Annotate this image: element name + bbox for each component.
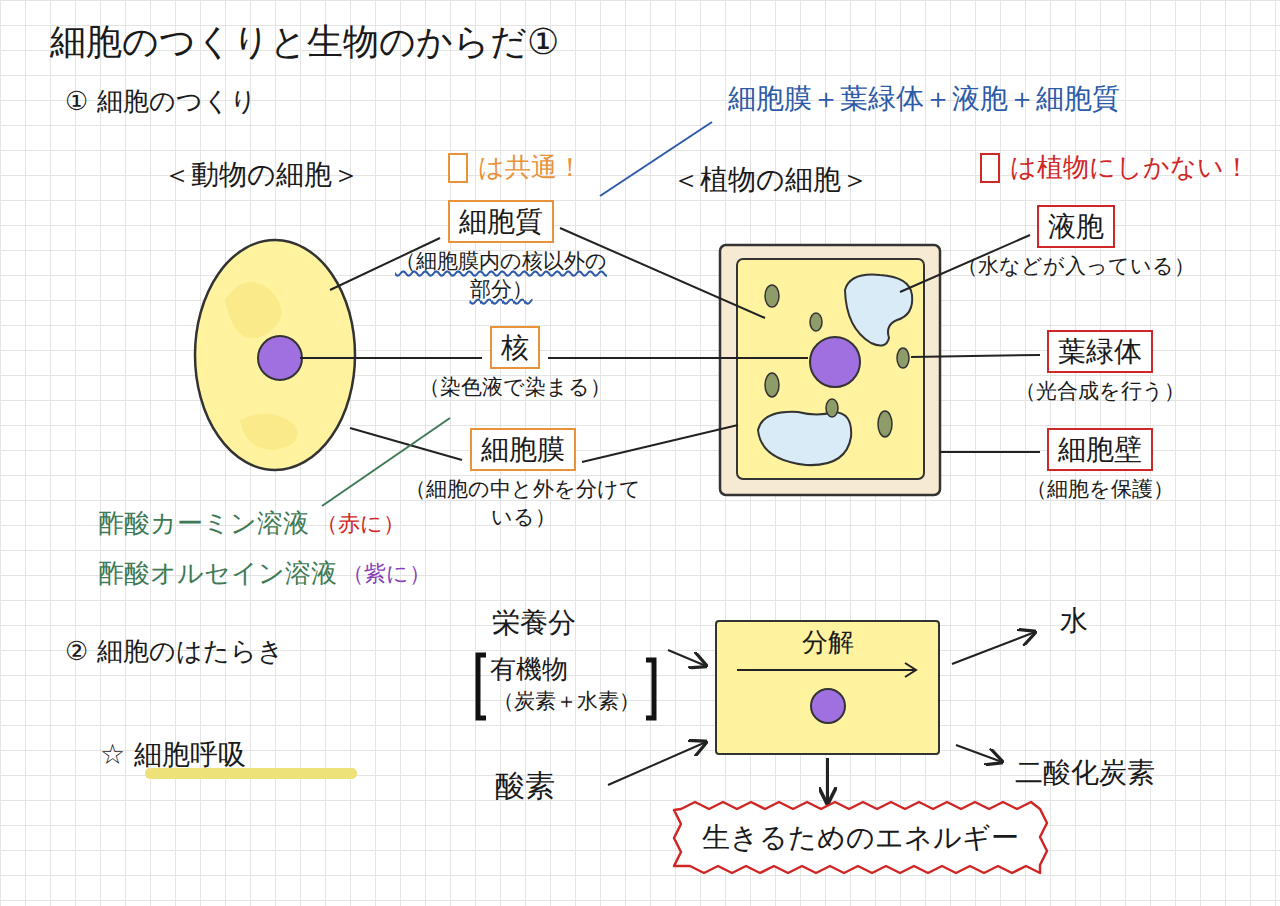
node-title: 葉緑体 (1058, 334, 1142, 369)
vacuole (845, 275, 912, 346)
legend-swatch (980, 153, 1000, 183)
plant-part-box: 葉緑体（光合成を行う） (1047, 330, 1153, 373)
bracket (478, 655, 486, 718)
section-heading: ① 細胞のつくり (65, 86, 257, 117)
node-note: （細胞を保護） (1026, 475, 1174, 503)
node-note: （染色液で染まる） (419, 373, 611, 401)
flow-connector (826, 758, 829, 803)
node-title: 細胞膜 (481, 432, 565, 467)
legend-text: は共通！ (478, 152, 583, 183)
legend-item: は共通！ (448, 152, 583, 183)
input-note: （炭素＋水素） (493, 689, 640, 714)
legend-swatch (448, 153, 468, 183)
output-label: 二酸化炭素 (1015, 756, 1155, 790)
section-heading: ② 細胞のはたらき (65, 636, 284, 667)
chloroplast (826, 399, 838, 417)
common-part-box: 細胞膜（細胞の中と外を分けている） (470, 428, 576, 471)
energy-burst: 生きるためのエネルギー (672, 800, 1049, 875)
node-title: 核 (501, 330, 529, 365)
vacuole (758, 412, 851, 465)
stain-name: 酢酸カーミン溶液 (98, 508, 309, 539)
legend-item: は植物にしかない！ (980, 152, 1250, 183)
note-text: 細胞膜＋葉緑体＋液胞＋細胞質 (728, 82, 1120, 116)
plant-part-box: 液胞（水などが入っている） (1037, 205, 1115, 248)
node-title: 細胞壁 (1058, 432, 1142, 467)
animal-nucleus (258, 336, 302, 380)
node-title: 分解 (717, 626, 938, 659)
node-title: 液胞 (1048, 209, 1104, 244)
chloroplast (878, 411, 892, 437)
node-note: （細胞膜内の核以外の部分） (394, 247, 609, 304)
node-title: 生きるためのエネルギー (702, 820, 1019, 855)
cell-box: 分解 (715, 620, 940, 755)
nucleus (811, 689, 845, 723)
chloroplast (765, 285, 779, 307)
cell-wall (720, 245, 940, 495)
figure-heading: ＜動物の細胞＞ (163, 158, 360, 192)
input-label: 酸素 (495, 768, 555, 804)
legend-text: は植物にしかない！ (1010, 152, 1250, 183)
leader-lines (300, 228, 1040, 462)
chloroplast (897, 348, 909, 368)
figure-heading: ＜植物の細胞＞ (672, 163, 869, 197)
process-arrow (737, 663, 916, 677)
bracket (646, 660, 654, 718)
plant-cell-membrane (737, 259, 924, 479)
common-part-box: 核（染色液で染まる） (490, 326, 540, 369)
plant-nucleus (810, 337, 860, 387)
topic-heading: ☆ 細胞呼吸 (100, 738, 246, 772)
node-note: （細胞の中と外を分けている） (398, 475, 648, 532)
common-part-box: 細胞質（細胞膜内の核以外の部分） (448, 200, 554, 243)
animal-cell (195, 240, 355, 470)
stain-name: 酢酸オルセイン溶液 (98, 558, 337, 589)
cytoplasm-shade (240, 414, 298, 450)
node-title: 細胞質 (459, 204, 543, 239)
stain-color: （赤に） (316, 511, 405, 537)
page-title: 細胞のつくりと生物のからだ① (50, 20, 559, 63)
input-label: 栄養分 (492, 606, 576, 640)
output-label: 水 (1060, 604, 1088, 638)
plant-part-box: 細胞壁（細胞を保護） (1047, 428, 1153, 471)
chloroplast (810, 313, 822, 331)
node-note: （水などが入っている） (957, 252, 1195, 280)
node-note: （光合成を行う） (1015, 377, 1185, 405)
input-label: 有機物 (490, 654, 568, 685)
chloroplast (765, 373, 779, 397)
stain-color: （紫に） (342, 561, 431, 587)
cytoplasm-shade (225, 282, 281, 338)
